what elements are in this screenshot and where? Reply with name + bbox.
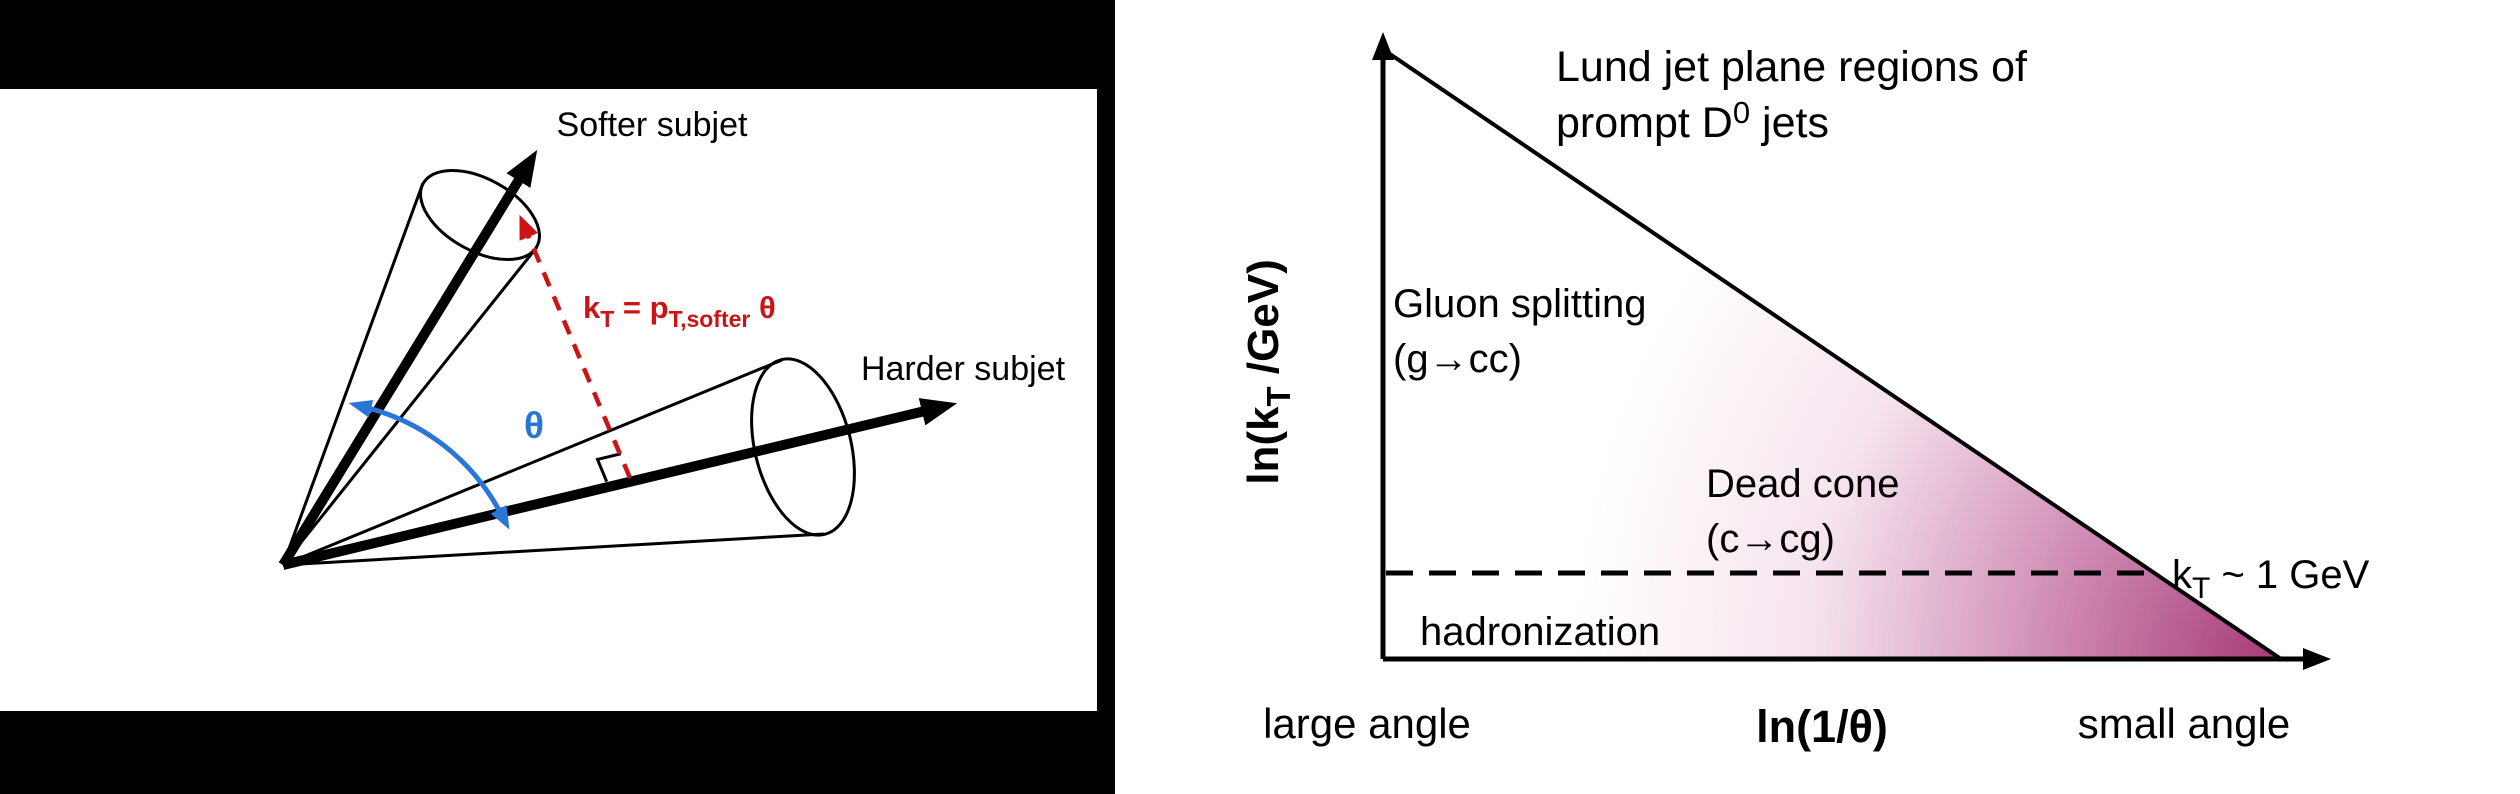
harder-cone-edge bbox=[282, 358, 783, 567]
kt-threshold-value: ~ 1 GeV bbox=[2210, 553, 2369, 597]
harder-cone-opening bbox=[750, 357, 856, 537]
y-label-pre: ln(k bbox=[1239, 406, 1288, 485]
harder-subjet-label: Harder subjet bbox=[861, 350, 1066, 388]
softer-cone-opening bbox=[419, 168, 541, 262]
x-axis-label: ln(1/θ) bbox=[1756, 701, 1888, 752]
dead-cone-label-line2: (c→cg) bbox=[1706, 517, 1835, 561]
gluon-splitting-label-line2: (g→cc) bbox=[1393, 337, 1522, 381]
kt-threshold-label: kT ~ 1 GeV bbox=[2172, 553, 2370, 605]
lund-title-line2: prompt D0 jets bbox=[1556, 95, 1829, 147]
harder-subjet-cone bbox=[282, 357, 856, 567]
softer-subjet-label: Softer subjet bbox=[557, 106, 748, 144]
kt-formula-eq: = p bbox=[614, 290, 668, 325]
kt-threshold-k: k bbox=[2172, 553, 2193, 597]
title-post: jets bbox=[1750, 99, 1829, 147]
y-axis-label: ln(kT /GeV) bbox=[1239, 259, 1297, 485]
y-label-post: /GeV) bbox=[1239, 259, 1288, 386]
kt-formula-theta: θ bbox=[750, 290, 775, 325]
title-pre: prompt D bbox=[1556, 99, 1733, 147]
dead-cone-label-line1: Dead cone bbox=[1706, 462, 1899, 506]
softer-jet-axis-arrow bbox=[278, 149, 538, 568]
lund-diagonal-boundary bbox=[1382, 48, 2283, 661]
harder-cone-edge bbox=[282, 532, 825, 567]
hadronization-label: hadronization bbox=[1420, 610, 1660, 654]
kt-dashed-arrow bbox=[519, 214, 633, 479]
left-panel-canvas bbox=[0, 89, 1097, 711]
lund-title-line1: Lund jet plane regions of bbox=[1556, 43, 2028, 91]
y-label-sub-T: T bbox=[1260, 386, 1297, 406]
softer-cone-edge bbox=[281, 182, 425, 566]
title-sup-0: 0 bbox=[1733, 95, 1750, 130]
theta-angle-arc bbox=[348, 400, 510, 530]
kt-formula-sub-softer: T,softer bbox=[669, 306, 751, 332]
right-angle-marker bbox=[595, 452, 622, 483]
harder-jet-axis-arrow bbox=[281, 398, 958, 570]
x-left-label: large angle bbox=[1263, 700, 1471, 747]
gluon-splitting-label-line1: Gluon splitting bbox=[1393, 282, 1646, 326]
kt-formula-sub-T: T bbox=[600, 306, 614, 332]
kt-threshold-sub-T: T bbox=[2192, 572, 2210, 605]
x-right-label: small angle bbox=[2078, 700, 2290, 747]
theta-label: θ bbox=[524, 405, 544, 446]
kt-formula-k: k bbox=[583, 290, 601, 325]
kt-formula-label: kT = pT,softer θ bbox=[583, 290, 776, 332]
